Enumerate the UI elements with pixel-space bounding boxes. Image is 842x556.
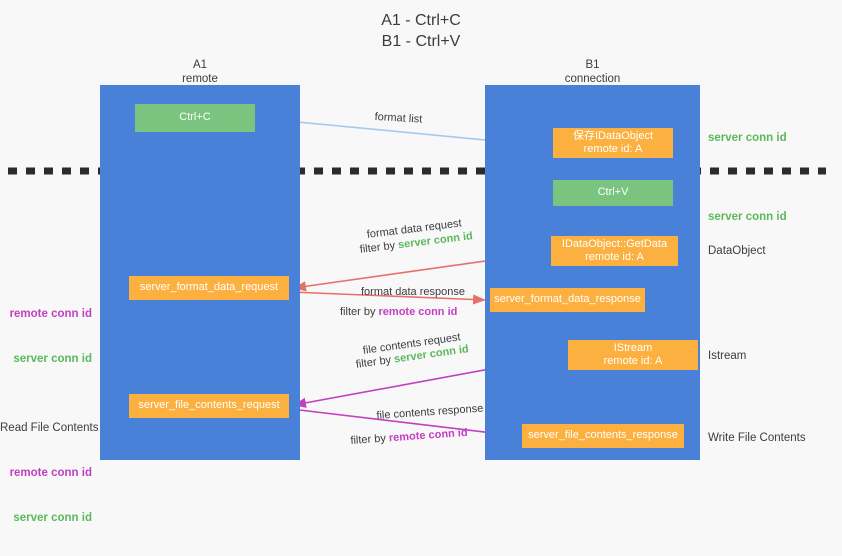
box-idataobject-getdata[interactable]: IDataObject::GetData remote id: A [551,236,678,266]
note-dataobject: DataObject [708,245,766,257]
note-istream: Istream [708,350,747,362]
page-title: A1 - Ctrl+C B1 - Ctrl+V [381,12,461,50]
box-server-format-data-response[interactable]: server_format_data_response [490,288,645,312]
label-filter-value-remote-2: remote conn id [388,426,468,445]
note-format-remote-conn-id: remote conn id [9,308,92,320]
box-server-file-contents-request[interactable]: server_file_contents_request [129,394,289,418]
label-format-list: format list [374,110,423,126]
note-write-file-contents: Write File Contents [708,432,806,444]
box-server-file-contents-response[interactable]: server_file_contents_response [522,424,684,448]
label-filter-prefix-1: filter by [359,239,399,256]
diagram-canvas: A1 - Ctrl+C B1 - Ctrl+V A1 remote B1 con… [0,12,826,524]
note-server-conn-id-top: server conn id [708,132,787,144]
label-filter-value-remote-1: remote conn id [378,306,458,318]
column-header-b1: B1 connection [564,59,621,85]
label-file-contents-response-filter: filter by remote conn id [350,426,468,449]
note-server-conn-id-second: server conn id [708,211,787,223]
note-read-file-contents: Read File Contents remote conn id server… [0,391,99,556]
label-filter-prefix-4: filter by [350,432,390,447]
note-format-conn-ids: remote conn id server conn id [0,277,92,397]
box-save-idataobject[interactable]: 保存IDataObject remote id: A [553,128,673,158]
label-filter-prefix-2: filter by [340,306,379,318]
label-file-contents-response: file contents response [376,402,484,422]
box-ctrl-v[interactable]: Ctrl+V [553,180,673,206]
note-read-file-contents-heading: Read File Contents [0,422,99,434]
note-format-server-conn-id: server conn id [13,353,92,365]
note-read-server-conn-id: server conn id [13,512,92,524]
box-ctrl-c[interactable]: Ctrl+C [135,104,255,132]
box-istream[interactable]: IStream remote id: A [568,340,698,370]
note-read-remote-conn-id: remote conn id [9,467,92,479]
box-server-format-data-request[interactable]: server_format_data_request [129,276,289,300]
label-format-data-response: format data response [361,286,465,298]
column-header-a1: A1 remote [182,59,218,85]
label-filter-prefix-3: filter by [355,353,395,371]
label-format-data-response-filter: filter by remote conn id [340,305,457,320]
